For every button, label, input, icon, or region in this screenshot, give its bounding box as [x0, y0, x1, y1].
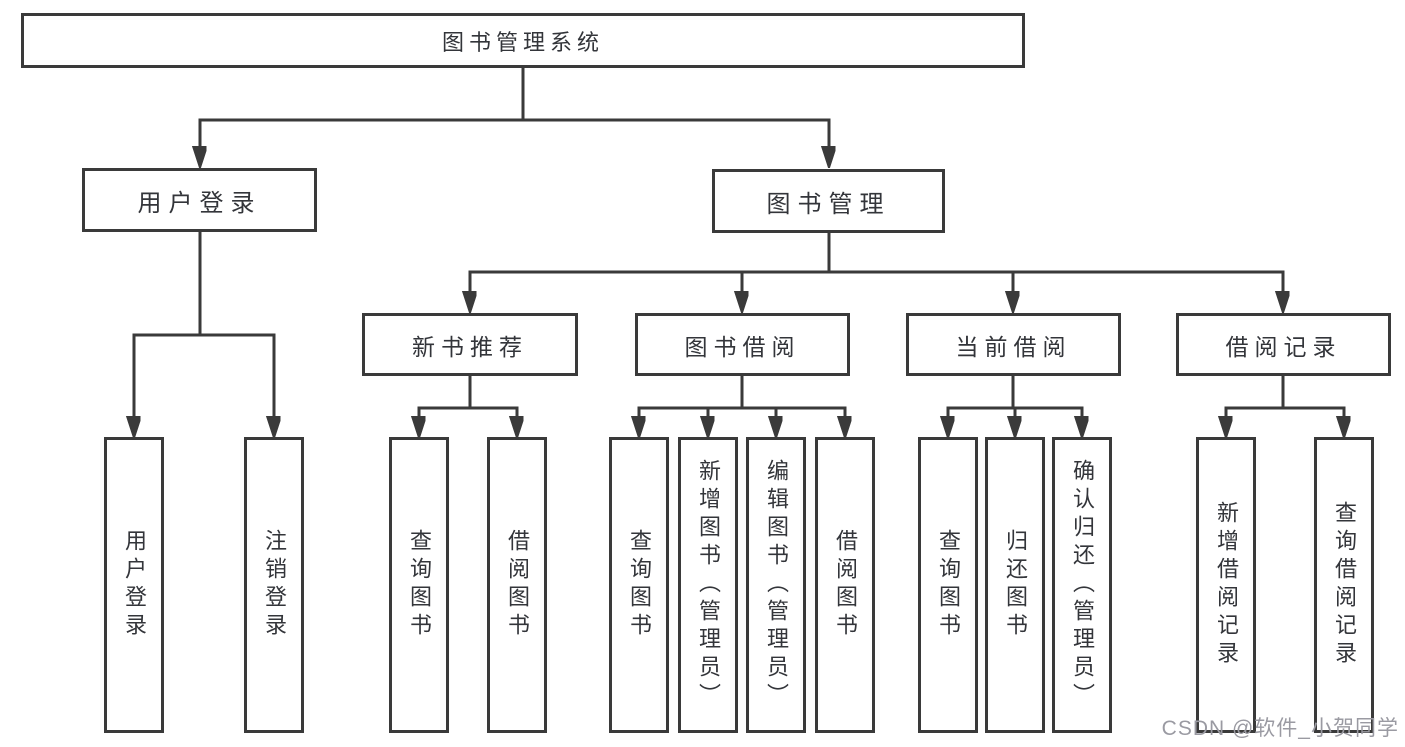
node-book-management: 图书管理 — [712, 169, 945, 233]
node-label: 查询图书 — [936, 529, 961, 641]
node-label: 查询图书 — [627, 529, 652, 641]
connector-user-login-children — [133, 231, 276, 436]
leaf-confirm-return-admin: 确认归还（管理员） — [1052, 437, 1112, 733]
leaf-query-book-2: 查询图书 — [609, 437, 669, 733]
node-label: 新书推荐 — [412, 333, 528, 360]
leaf-query-borrow-record: 查询借阅记录 — [1314, 437, 1374, 733]
node-label: 借阅图书 — [833, 529, 858, 641]
leaf-return-book: 归还图书 — [985, 437, 1045, 733]
leaf-query-book-3: 查询图书 — [918, 437, 978, 733]
node-label: 当前借阅 — [955, 333, 1072, 360]
node-label: 新增借阅记录 — [1214, 501, 1239, 669]
node-label: 图书管理系统 — [441, 29, 604, 55]
leaf-user-login: 用户登录 — [104, 437, 164, 733]
leaf-query-book-1: 查询图书 — [389, 437, 449, 733]
leaf-borrow-book-1: 借阅图书 — [487, 437, 547, 733]
leaf-borrow-book-2: 借阅图书 — [815, 437, 875, 733]
connector-book-mgmt-children — [469, 231, 1285, 311]
node-label: 确认归还（管理员） — [1070, 459, 1095, 711]
node-label: 用户登录 — [137, 189, 262, 217]
connector-new-book-children — [418, 375, 519, 436]
connector-root-to-level2 — [199, 67, 831, 166]
node-label: 注销登录 — [262, 529, 287, 641]
leaf-add-book-admin: 新增图书（管理员） — [678, 437, 738, 733]
node-user-login: 用户登录 — [82, 168, 317, 232]
node-label: 查询借阅记录 — [1332, 501, 1357, 669]
node-label: 图书借阅 — [684, 333, 801, 360]
node-label: 新增图书（管理员） — [696, 459, 721, 711]
connector-current-borrow-children — [947, 375, 1084, 436]
node-label: 图书管理 — [766, 190, 891, 218]
node-label: 编辑图书（管理员） — [764, 459, 789, 711]
connector-book-borrow-children — [638, 375, 847, 436]
node-current-borrow: 当前借阅 — [906, 313, 1121, 376]
node-label: 查询图书 — [407, 529, 432, 641]
csdn-watermark: CSDN @软件_小贺同学 — [1161, 717, 1399, 740]
node-borrow-record: 借阅记录 — [1176, 313, 1391, 376]
node-label: 借阅记录 — [1225, 333, 1342, 360]
leaf-edit-book-admin: 编辑图书（管理员） — [746, 437, 806, 733]
leaf-add-borrow-record: 新增借阅记录 — [1196, 437, 1256, 733]
leaf-logout: 注销登录 — [244, 437, 304, 733]
node-book-borrow: 图书借阅 — [635, 313, 850, 376]
node-label: 用户登录 — [122, 529, 147, 641]
node-label: 归还图书 — [1003, 529, 1028, 641]
connector-borrow-record-children — [1225, 375, 1346, 436]
node-new-book-recommend: 新书推荐 — [362, 313, 578, 376]
node-library-management-system: 图书管理系统 — [21, 13, 1025, 68]
node-label: 借阅图书 — [505, 529, 530, 641]
